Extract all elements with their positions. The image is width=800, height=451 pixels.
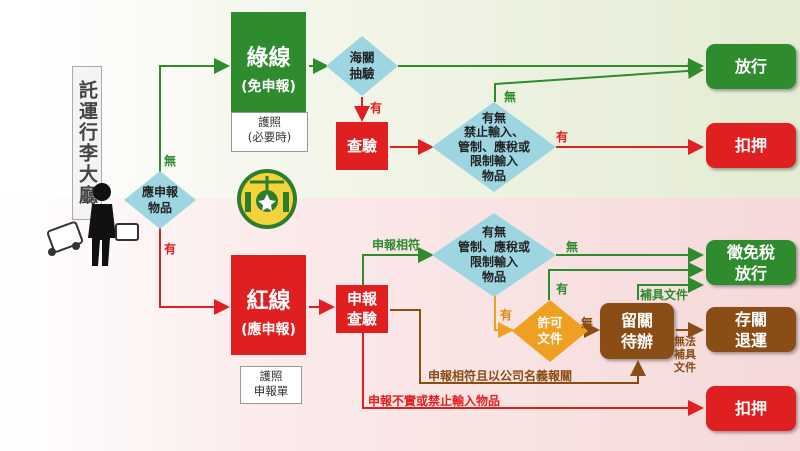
prohibited-items-decision: 有無 禁止輸入、 管制、應稅或 限制輸入 物品: [432, 102, 556, 192]
customs-emblem-icon: [237, 169, 297, 229]
green-lane-document: 護照 (必要時): [231, 112, 308, 152]
red-lane-subtitle: (應申報): [241, 322, 296, 338]
customs-sampling-decision: 海關 抽驗: [326, 36, 398, 96]
supplement-docs-label: 補具文件: [640, 288, 689, 302]
seize-terminal-bottom: 扣押: [706, 386, 796, 431]
prohibited-no-label: 無: [504, 90, 517, 104]
declare-inspection-box: 申報 查驗: [336, 285, 388, 333]
inspection-box: 查驗: [336, 122, 388, 170]
prohibited-items-label: 有無 禁止輸入、 管制、應稅或 限制輸入 物品: [457, 110, 530, 183]
red-lane-box: 紅線 (應申報): [231, 255, 306, 355]
store-return-terminal: 存關 退運: [706, 307, 796, 352]
controlled-yes-label: 有: [500, 308, 513, 322]
seize-terminal-top: 扣押: [706, 123, 796, 168]
tax-release-terminal: 徵免稅 放行: [706, 240, 796, 285]
green-lane-subtitle: (免申報): [241, 79, 296, 95]
sampling-yes-label: 有: [370, 101, 383, 115]
green-zone-background: [36, 0, 800, 198]
no-label: 無: [164, 154, 177, 168]
company-declaration-label: 申報相符且以公司名義報關: [428, 369, 573, 383]
declare-items-label: 應申報物品: [141, 185, 178, 215]
controlled-items-decision: 有無 管制、應稅或 限制輸入 物品: [432, 213, 556, 297]
red-lane-document: 護照 申報單: [240, 366, 302, 404]
declare-items-decision: 應申報物品: [124, 171, 196, 229]
customs-sampling-label: 海關 抽驗: [349, 50, 375, 81]
green-lane-title: 綠線: [246, 46, 291, 71]
red-lane-title: 紅線: [246, 289, 291, 314]
permit-documents-label: 許可 文件: [537, 315, 563, 346]
yes-label: 有: [164, 242, 177, 256]
permit-yes-label: 有: [556, 282, 569, 296]
permit-no-label: 無: [581, 316, 594, 330]
permit-documents-decision: 許可 文件: [512, 300, 588, 362]
no-supplement-label: 無法 補具 文件: [674, 335, 696, 374]
declared-match-label: 申報相符: [372, 238, 421, 252]
prohibited-yes-label: 有: [556, 130, 569, 144]
controlled-items-label: 有無 管制、應稅或 限制輸入 物品: [457, 225, 530, 284]
green-lane-box: 綠線 (免申報): [231, 12, 306, 112]
release-terminal: 放行: [706, 44, 796, 89]
held-box: 留關 待辦: [600, 303, 674, 359]
controlled-no-label: 無: [566, 240, 579, 254]
traveler-icon: [46, 183, 139, 266]
false-declaration-label: 申報不實或禁止輸入物品: [368, 394, 501, 408]
